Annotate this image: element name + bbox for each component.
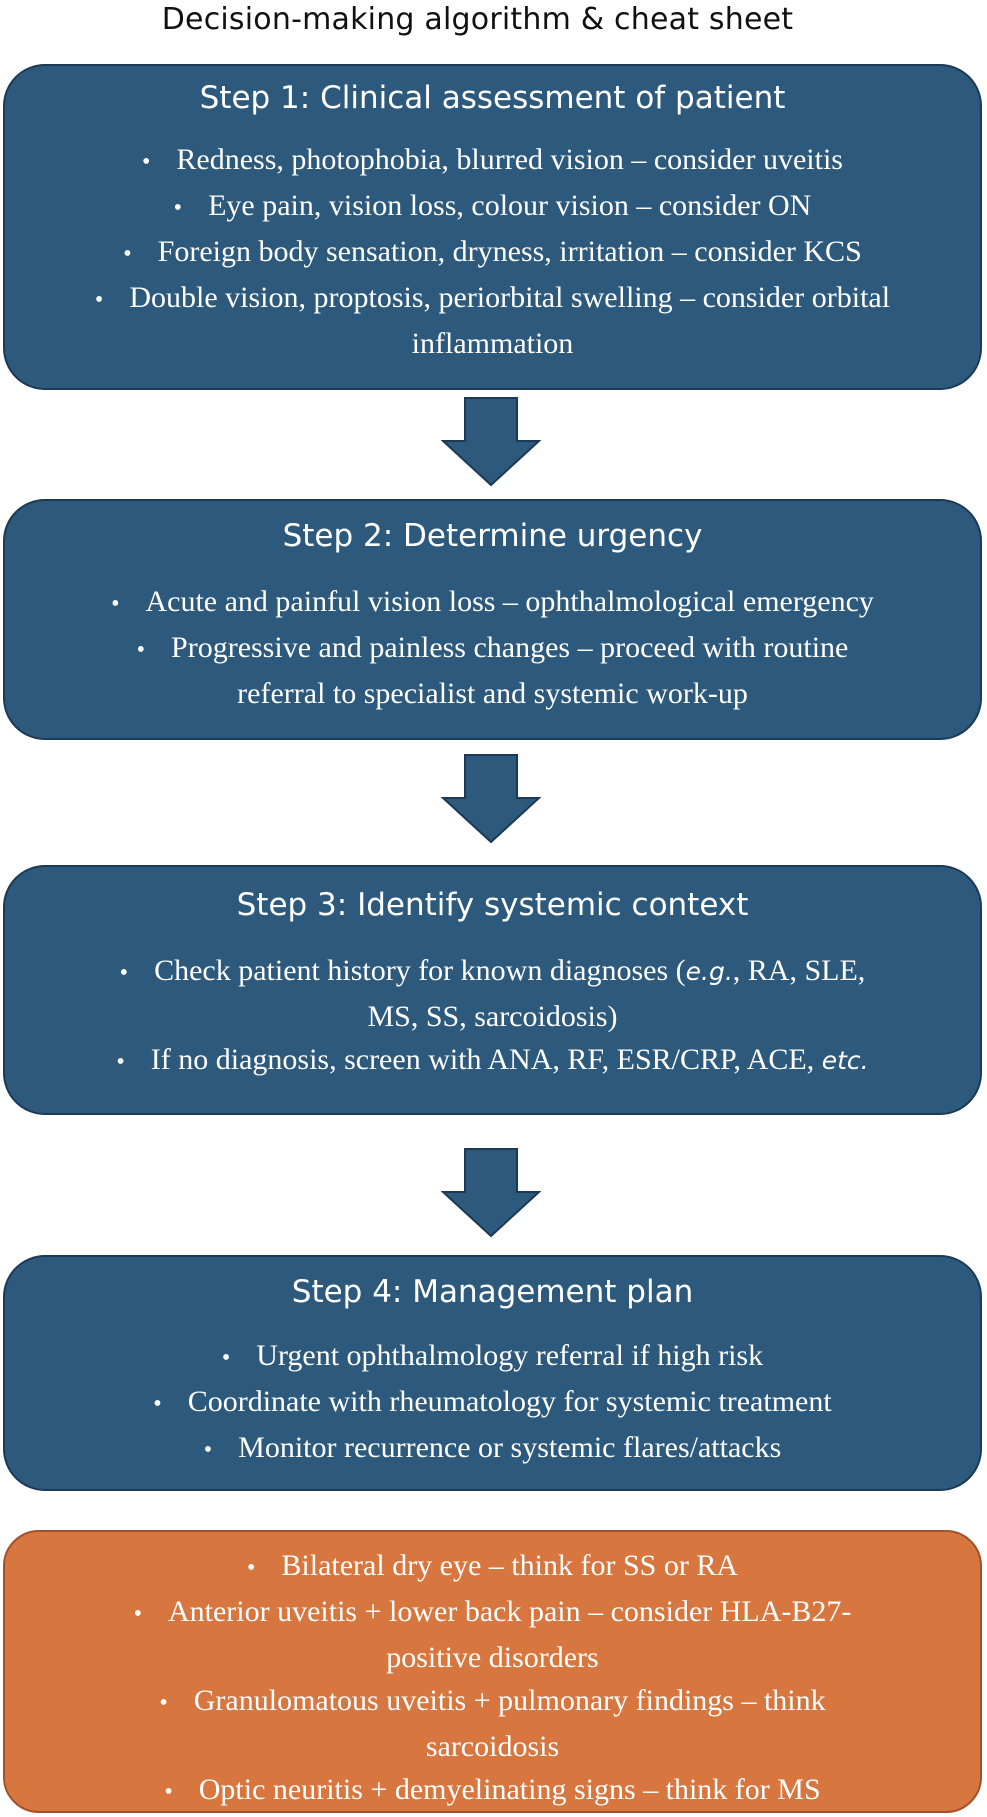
step-3-bullet: If no diagnosis, screen with ANA, RF, ES…	[25, 1038, 960, 1084]
step-1-box: Step 1: Clinical assessment of patient R…	[3, 64, 982, 390]
step-4-bullet: Urgent ophthalmology referral if high ri…	[25, 1334, 960, 1380]
arrow-down-icon	[441, 397, 541, 487]
step-1-bullet: Double vision, proptosis, periorbital sw…	[25, 276, 960, 365]
cheat-sheet-item: Anterior uveitis + lower back pain – con…	[25, 1590, 960, 1679]
step-2-heading: Step 2: Determine urgency	[282, 518, 703, 554]
step-1-bullet: Foreign body sensation, dryness, irritat…	[25, 230, 960, 276]
step-3-box: Step 3: Identify systemic context Check …	[3, 865, 982, 1115]
step-4-box: Step 4: Management plan Urgent ophthalmo…	[3, 1255, 982, 1491]
arrow-down-icon	[441, 1148, 541, 1238]
cheat-sheet-item: Optic neuritis + demyelinating signs – t…	[25, 1768, 960, 1814]
step-4-bullet: Coordinate with rheumatology for systemi…	[25, 1380, 960, 1426]
cheat-sheet-item: Granulomatous uveitis + pulmonary findin…	[25, 1679, 960, 1768]
cheat-sheet-item: Bilateral dry eye – think for SS or RA	[25, 1544, 960, 1590]
step-3-bullet: Check patient history for known diagnose…	[25, 949, 960, 1038]
step-4-bullet: Monitor recurrence or systemic flares/at…	[25, 1426, 960, 1472]
step-3-heading: Step 3: Identify systemic context	[236, 887, 749, 923]
step-2-bullet: Progressive and painless changes – proce…	[25, 626, 960, 715]
cheat-sheet-box: Bilateral dry eye – think for SS or RA A…	[3, 1530, 982, 1813]
arrow-down-icon	[441, 754, 541, 844]
step-1-bullet: Eye pain, vision loss, colour vision – c…	[25, 184, 960, 230]
step-2-bullet: Acute and painful vision loss – ophthalm…	[25, 580, 960, 626]
step-1-bullet: Redness, photophobia, blurred vision – c…	[25, 138, 960, 184]
page-title: Decision-making algorithm & cheat sheet	[161, 2, 794, 37]
step-1-heading: Step 1: Clinical assessment of patient	[199, 80, 786, 116]
step-4-heading: Step 4: Management plan	[291, 1274, 694, 1310]
step-2-box: Step 2: Determine urgency Acute and pain…	[3, 499, 982, 740]
